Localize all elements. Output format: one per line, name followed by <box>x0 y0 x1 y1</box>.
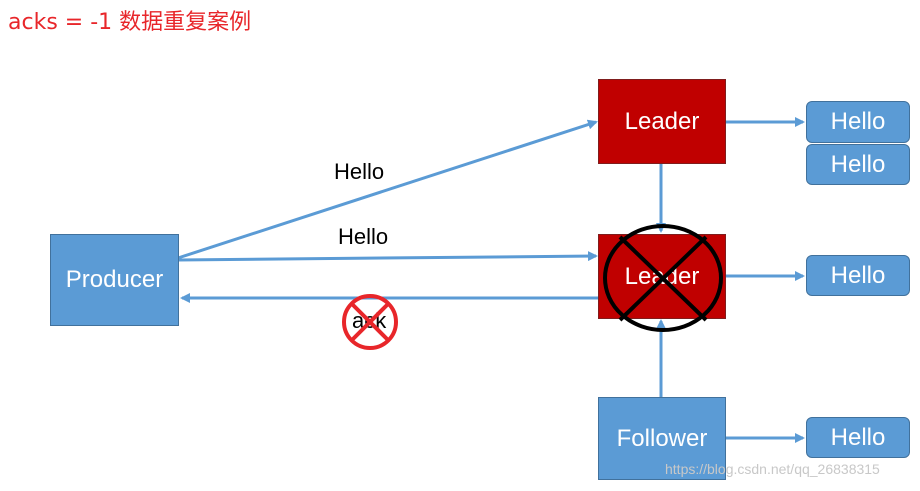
arrow-producer-to-leader-failed <box>177 251 598 262</box>
message-box-4: Hello <box>806 417 910 458</box>
arrow-producer-to-leader-top <box>177 119 598 260</box>
watermark: https://blog.csdn.net/qq_26838315 <box>665 461 880 477</box>
message-text: Hello <box>830 423 886 451</box>
send-label-mid: Hello <box>338 224 389 249</box>
leader-failed-label: Leader <box>624 262 700 290</box>
message-text: Hello <box>830 261 886 289</box>
send-label-top: Hello <box>334 159 385 184</box>
leader-top-node: Leader <box>598 79 726 164</box>
leader-failed-node: Leader <box>598 234 726 319</box>
message-box-3: Hello <box>806 255 910 296</box>
message-box-2: Hello <box>806 144 910 185</box>
producer-label: Producer <box>65 266 164 293</box>
ack-label: ack <box>352 308 387 333</box>
follower-node: Follower <box>598 397 726 480</box>
producer-node: Producer <box>50 234 179 326</box>
message-text: Hello <box>830 108 886 135</box>
diagram-title: acks = -1 数据重复案例 <box>8 10 252 35</box>
message-text: Hello <box>830 150 886 178</box>
leader-top-label: Leader <box>624 107 700 135</box>
follower-label: Follower <box>616 424 708 452</box>
message-box-1: Hello <box>806 101 910 143</box>
